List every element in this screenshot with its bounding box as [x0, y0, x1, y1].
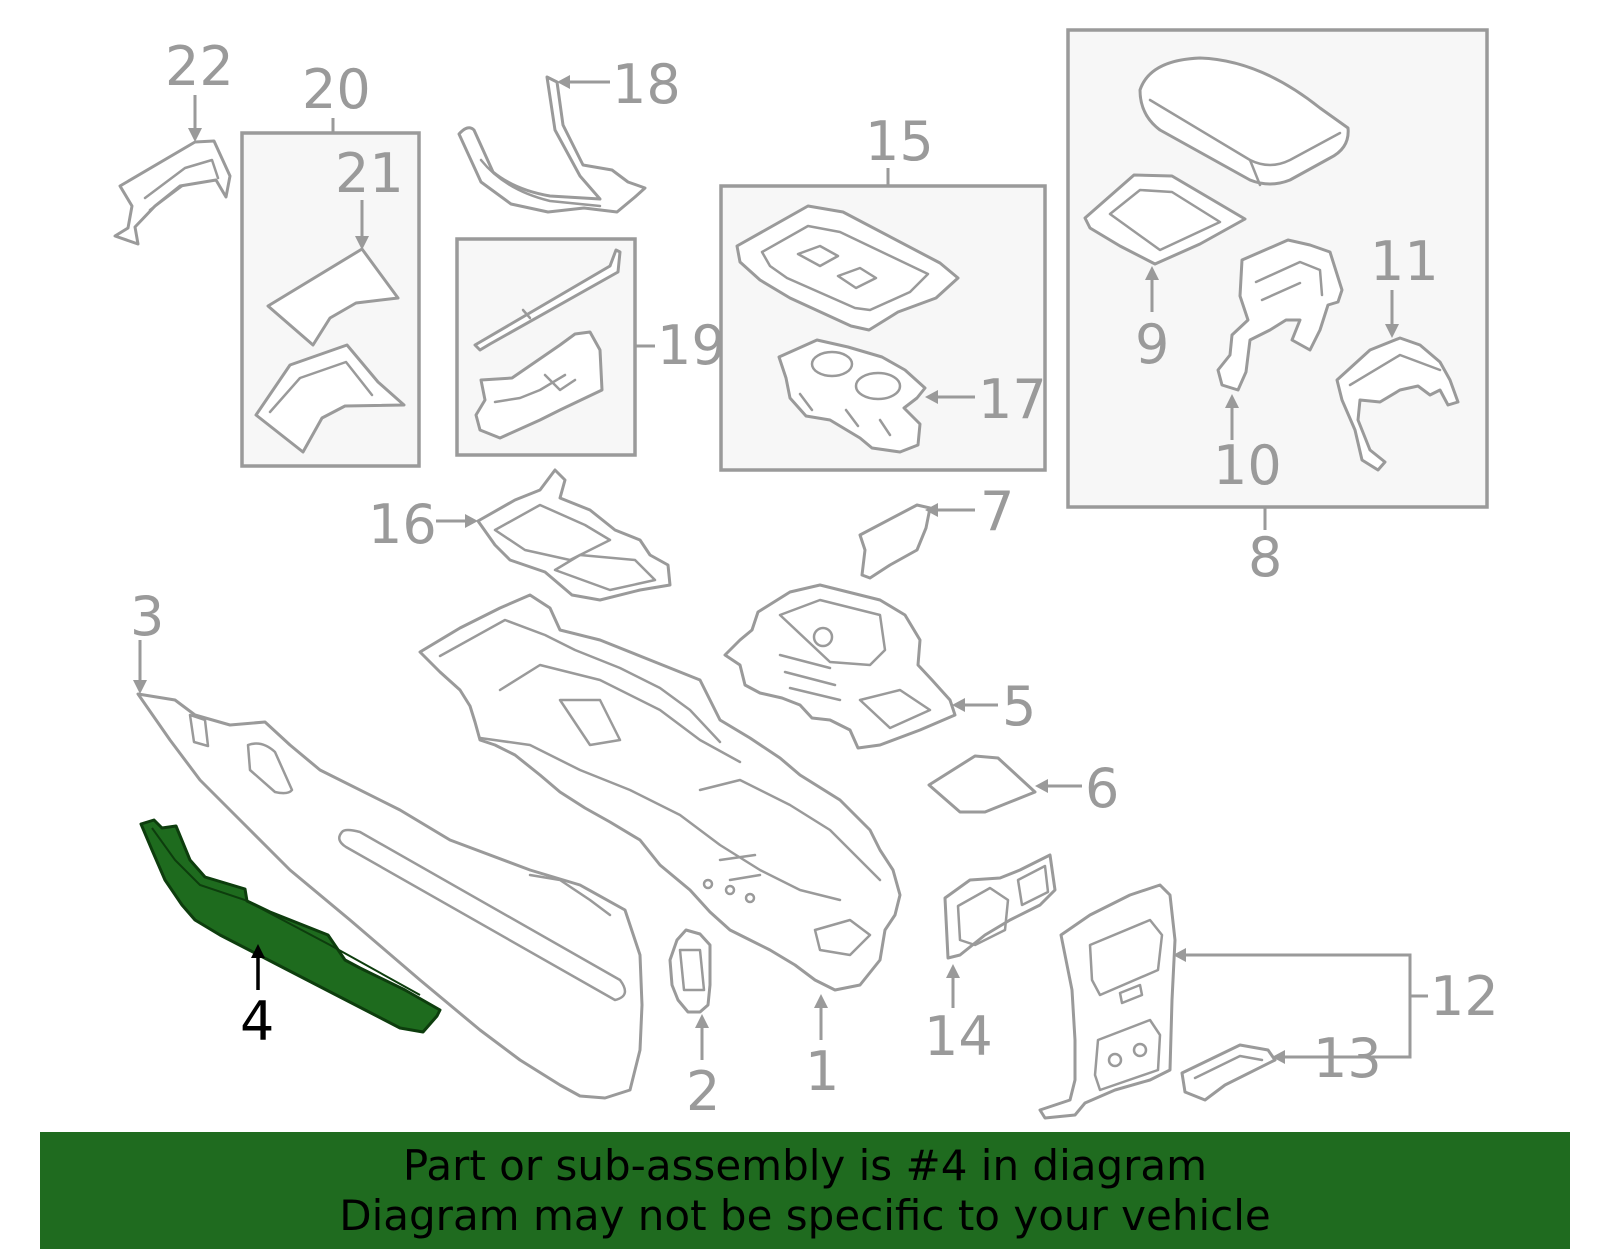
- callout-18: 18: [612, 53, 681, 116]
- part-18-trim-strip: [457, 75, 647, 214]
- part-11-bezel: [1335, 336, 1460, 472]
- part-19-rail: [473, 248, 622, 352]
- callout-4: 4: [240, 990, 274, 1053]
- part-1-console-body: [418, 593, 902, 992]
- part-4-highlighted-trim: [139, 818, 442, 1034]
- part-15-top-panel: [735, 204, 960, 332]
- callout-19: 19: [657, 314, 726, 377]
- callout-13: 13: [1313, 1027, 1382, 1090]
- callout-10: 10: [1213, 434, 1282, 497]
- part-16-trim-panel: [476, 468, 672, 602]
- callout-20: 20: [302, 58, 371, 121]
- part-armrest-lid: [1138, 56, 1350, 187]
- callout-5: 5: [1002, 675, 1036, 738]
- part-10-bracket: [1216, 238, 1344, 392]
- callout-7: 7: [980, 480, 1014, 543]
- callout-21: 21: [335, 142, 404, 205]
- callout-9: 9: [1135, 313, 1169, 376]
- callout-8: 8: [1248, 526, 1282, 589]
- banner-line-2: Diagram may not be specific to your vehi…: [339, 1190, 1271, 1240]
- callout-6: 6: [1085, 757, 1119, 820]
- part-9-bin-liner: [1083, 173, 1247, 266]
- callout-2: 2: [686, 1060, 720, 1123]
- callout-11: 11: [1370, 230, 1439, 293]
- info-banner: Part or sub-assembly is #4 in diagram Di…: [40, 1132, 1570, 1249]
- part-7-pad: [858, 503, 932, 580]
- banner-line-1: Part or sub-assembly is #4 in diagram: [402, 1140, 1208, 1190]
- part-6-mat: [927, 754, 1037, 814]
- part-3-side-panel: [136, 692, 644, 1100]
- part-13-tray: [1180, 1043, 1277, 1102]
- callout-15: 15: [865, 110, 934, 173]
- callout-16: 16: [368, 493, 437, 556]
- callout-12: 12: [1430, 965, 1499, 1028]
- callout-17: 17: [978, 368, 1047, 431]
- part-12-rear-panel: [1038, 883, 1177, 1120]
- part-19-shifter-bezel: [474, 330, 604, 440]
- part-17-cup-holder: [777, 338, 927, 454]
- callout-3: 3: [130, 585, 164, 648]
- part-22-bracket: [113, 139, 232, 246]
- callout-14: 14: [924, 1005, 993, 1068]
- callout-1: 1: [805, 1040, 839, 1103]
- part-20-storage-tray: [254, 343, 406, 454]
- part-14-bezel: [943, 853, 1057, 960]
- callout-22: 22: [165, 35, 234, 98]
- part-2-switch: [668, 928, 712, 1014]
- part-5-console-insert: [723, 583, 957, 750]
